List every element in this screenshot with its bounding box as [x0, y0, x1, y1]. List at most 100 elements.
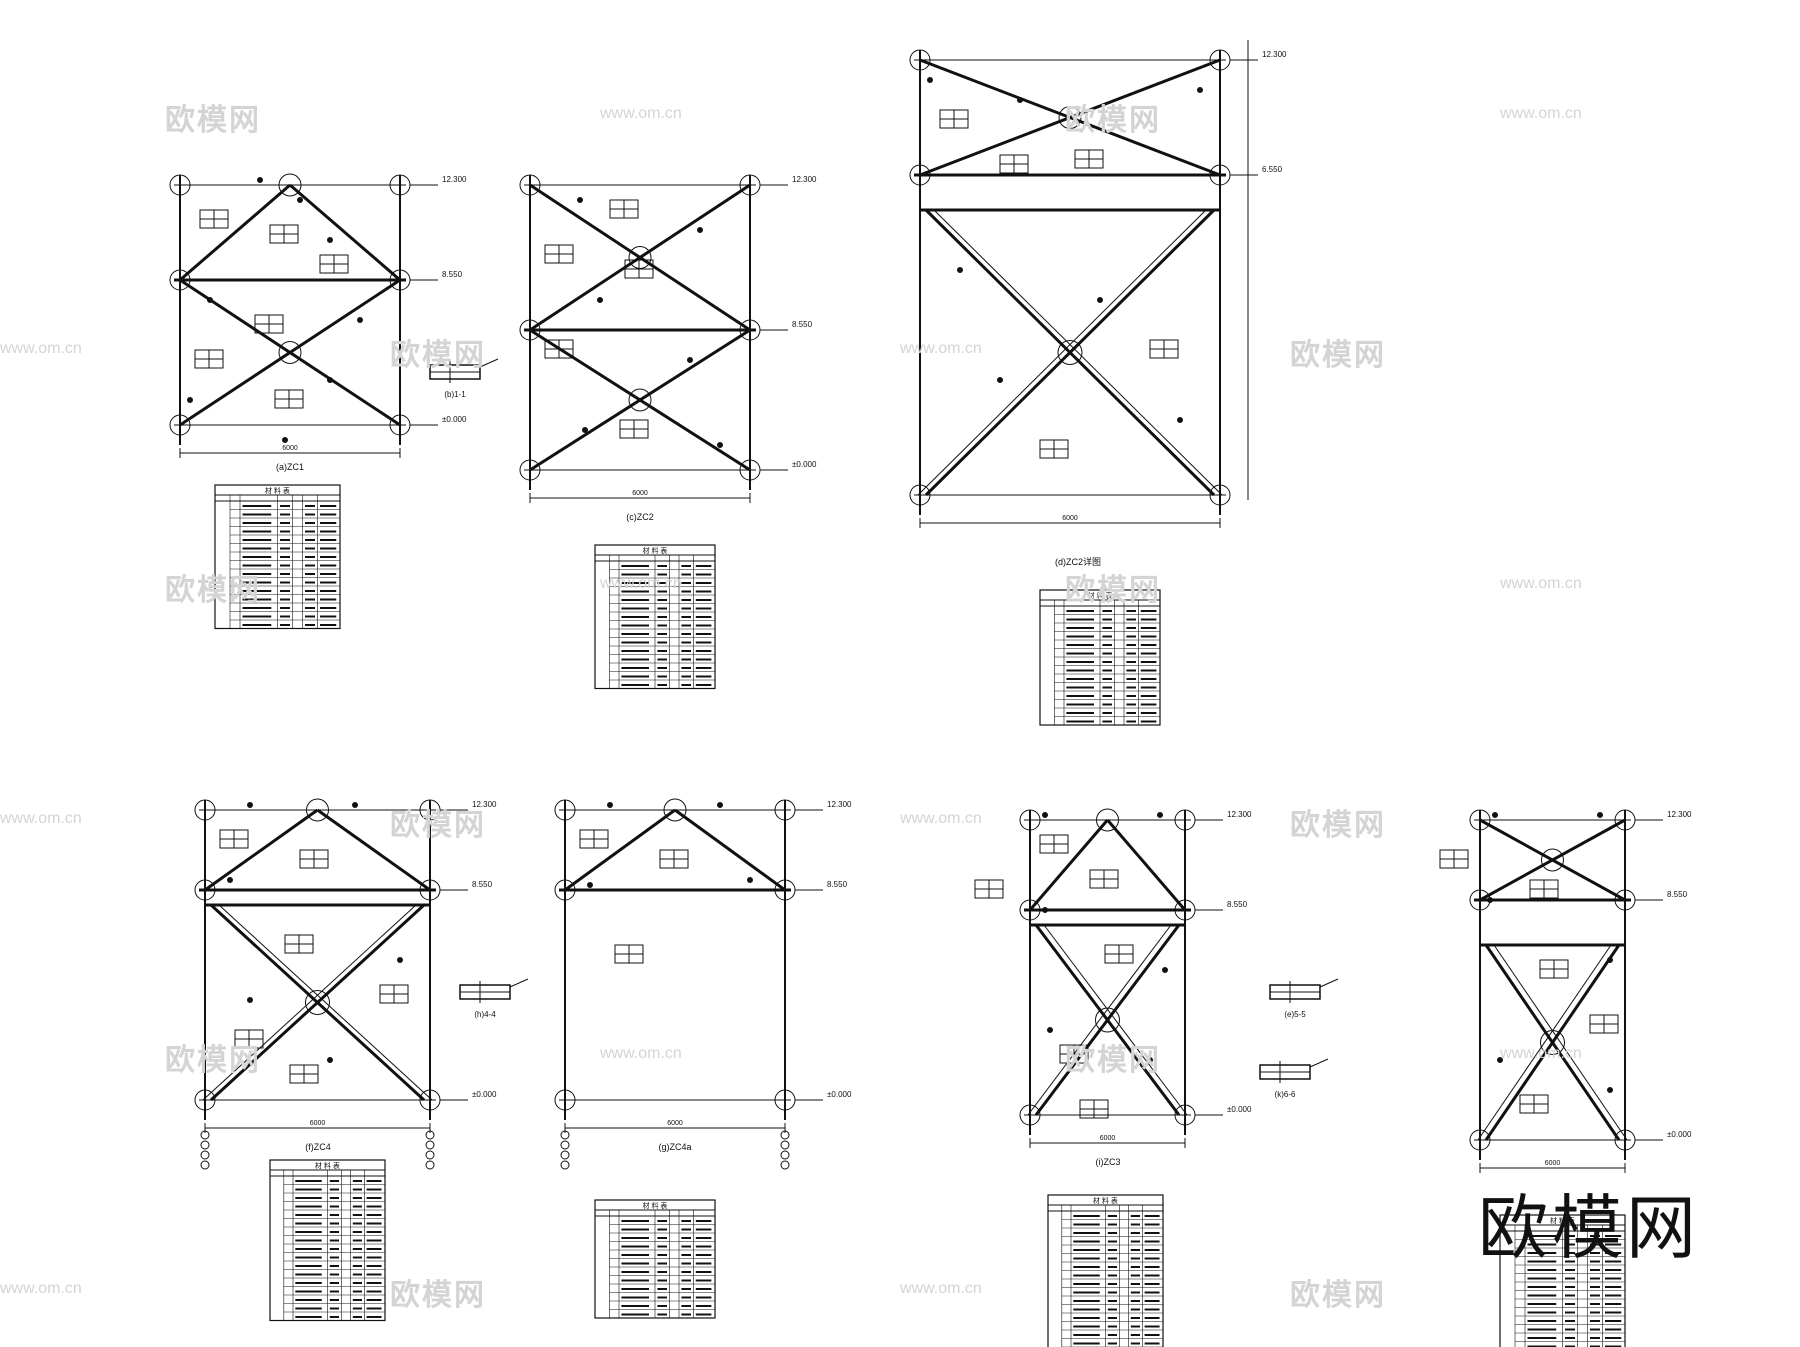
joint-circle [663, 798, 687, 822]
hatch [390, 928, 398, 936]
hatch [1533, 1062, 1540, 1070]
pile-mark [560, 1160, 570, 1170]
material-table-zc2-detail [1039, 589, 1161, 726]
section-caption: (h)4-4 [474, 1010, 496, 1019]
dimension-label: 6000 [1100, 1135, 1116, 1142]
material-table-zc3 [1047, 1194, 1164, 1347]
hatch [1086, 993, 1094, 1001]
hatch [1525, 1004, 1532, 1011]
hatch [237, 1069, 245, 1077]
hatch [301, 987, 309, 995]
hatch [1501, 1109, 1508, 1117]
brace [674, 808, 786, 892]
joint-circle [169, 174, 191, 196]
hatch [288, 975, 296, 983]
elevation-label: 8.550 [472, 880, 493, 889]
hatch [365, 1045, 372, 1053]
hatch [1557, 1027, 1564, 1035]
hatch [1187, 468, 1195, 476]
hatch [365, 952, 372, 960]
table-title: 材 料 表 [315, 1161, 340, 1170]
leader-line [509, 978, 529, 988]
callout-dot [717, 442, 723, 448]
callout-dot [1177, 417, 1183, 423]
hatch [980, 263, 987, 271]
callout-dot [227, 877, 233, 883]
section-caption: (b)1-1 [444, 390, 466, 399]
hatch [352, 964, 360, 971]
elevation-label: ±0.000 [442, 415, 467, 424]
drawing-caption: (g)ZC4a [658, 1142, 691, 1152]
hatch [1101, 383, 1108, 391]
joint-circle [519, 459, 541, 481]
joint-circle [554, 1089, 576, 1111]
pile-mark [780, 1130, 790, 1140]
pile-mark [780, 1150, 790, 1160]
elevation-label: 12.300 [472, 800, 497, 809]
hatch [945, 468, 953, 476]
joint-circle [278, 173, 302, 197]
hatch [1509, 980, 1516, 988]
joint-circle [1469, 809, 1491, 831]
hatch [1129, 982, 1137, 990]
brand-logo: 欧模网 [1478, 1187, 1700, 1269]
hatch [1135, 417, 1143, 425]
brace-edge [1477, 944, 1612, 1141]
joint-circle [554, 799, 576, 821]
hatch [339, 975, 347, 983]
hatch [1581, 992, 1588, 1000]
hatch [1541, 1050, 1548, 1058]
hatch [1147, 959, 1154, 967]
hatch [1549, 1039, 1556, 1046]
brace-edge [933, 209, 1223, 496]
hatch [1164, 1096, 1171, 1104]
brace [1479, 818, 1626, 902]
hatch [378, 1057, 385, 1065]
hatch [263, 1045, 270, 1053]
pile-mark [780, 1160, 790, 1170]
leader-line [1309, 1058, 1329, 1068]
elevation-label: ±0.000 [792, 460, 817, 469]
hatch [403, 917, 411, 924]
hatch [1155, 1085, 1163, 1092]
callout-dot [1497, 1057, 1503, 1063]
elevation-label: 8.550 [1667, 890, 1688, 899]
callout-dot [1607, 957, 1613, 963]
brace-edge [1027, 924, 1172, 1116]
material-table-zc2 [594, 544, 716, 690]
hatch [1565, 1062, 1572, 1070]
joint-circle [1209, 484, 1231, 506]
hatch [1112, 1028, 1120, 1035]
callout-dot [697, 227, 703, 233]
hatch [1187, 229, 1195, 237]
pile-mark [560, 1140, 570, 1150]
hatch [1101, 314, 1108, 322]
pile-mark [425, 1150, 435, 1160]
hatch [1573, 1004, 1580, 1011]
elevation-label: 12.300 [792, 175, 817, 184]
joint-circle [519, 174, 541, 196]
joint-circle [1057, 340, 1083, 365]
brace-edge [218, 904, 433, 1101]
hatch [352, 1034, 360, 1041]
brace-edge [1043, 924, 1188, 1116]
hatch [1541, 1027, 1548, 1035]
table-title: 材 料 表 [1093, 1196, 1118, 1205]
drawing-caption: (c)ZC2 [626, 512, 654, 522]
callout-dot [187, 397, 193, 403]
table-title: 材 料 表 [1550, 1216, 1575, 1225]
hatch [326, 1010, 334, 1018]
elevation-label: 6.550 [1262, 165, 1283, 174]
dimension-label: 6000 [282, 445, 298, 452]
elevation-label: 8.550 [442, 270, 463, 279]
hatch [962, 246, 970, 254]
table-title: 材 料 表 [643, 1201, 668, 1210]
brace-edge [917, 209, 1207, 496]
hatch [1581, 1085, 1588, 1093]
hatch [1589, 980, 1596, 988]
dimension-label: 6000 [1545, 1160, 1561, 1167]
joint-circle [1019, 809, 1041, 831]
brace [529, 328, 751, 472]
hatch [250, 1057, 257, 1065]
hatch [301, 1010, 309, 1018]
